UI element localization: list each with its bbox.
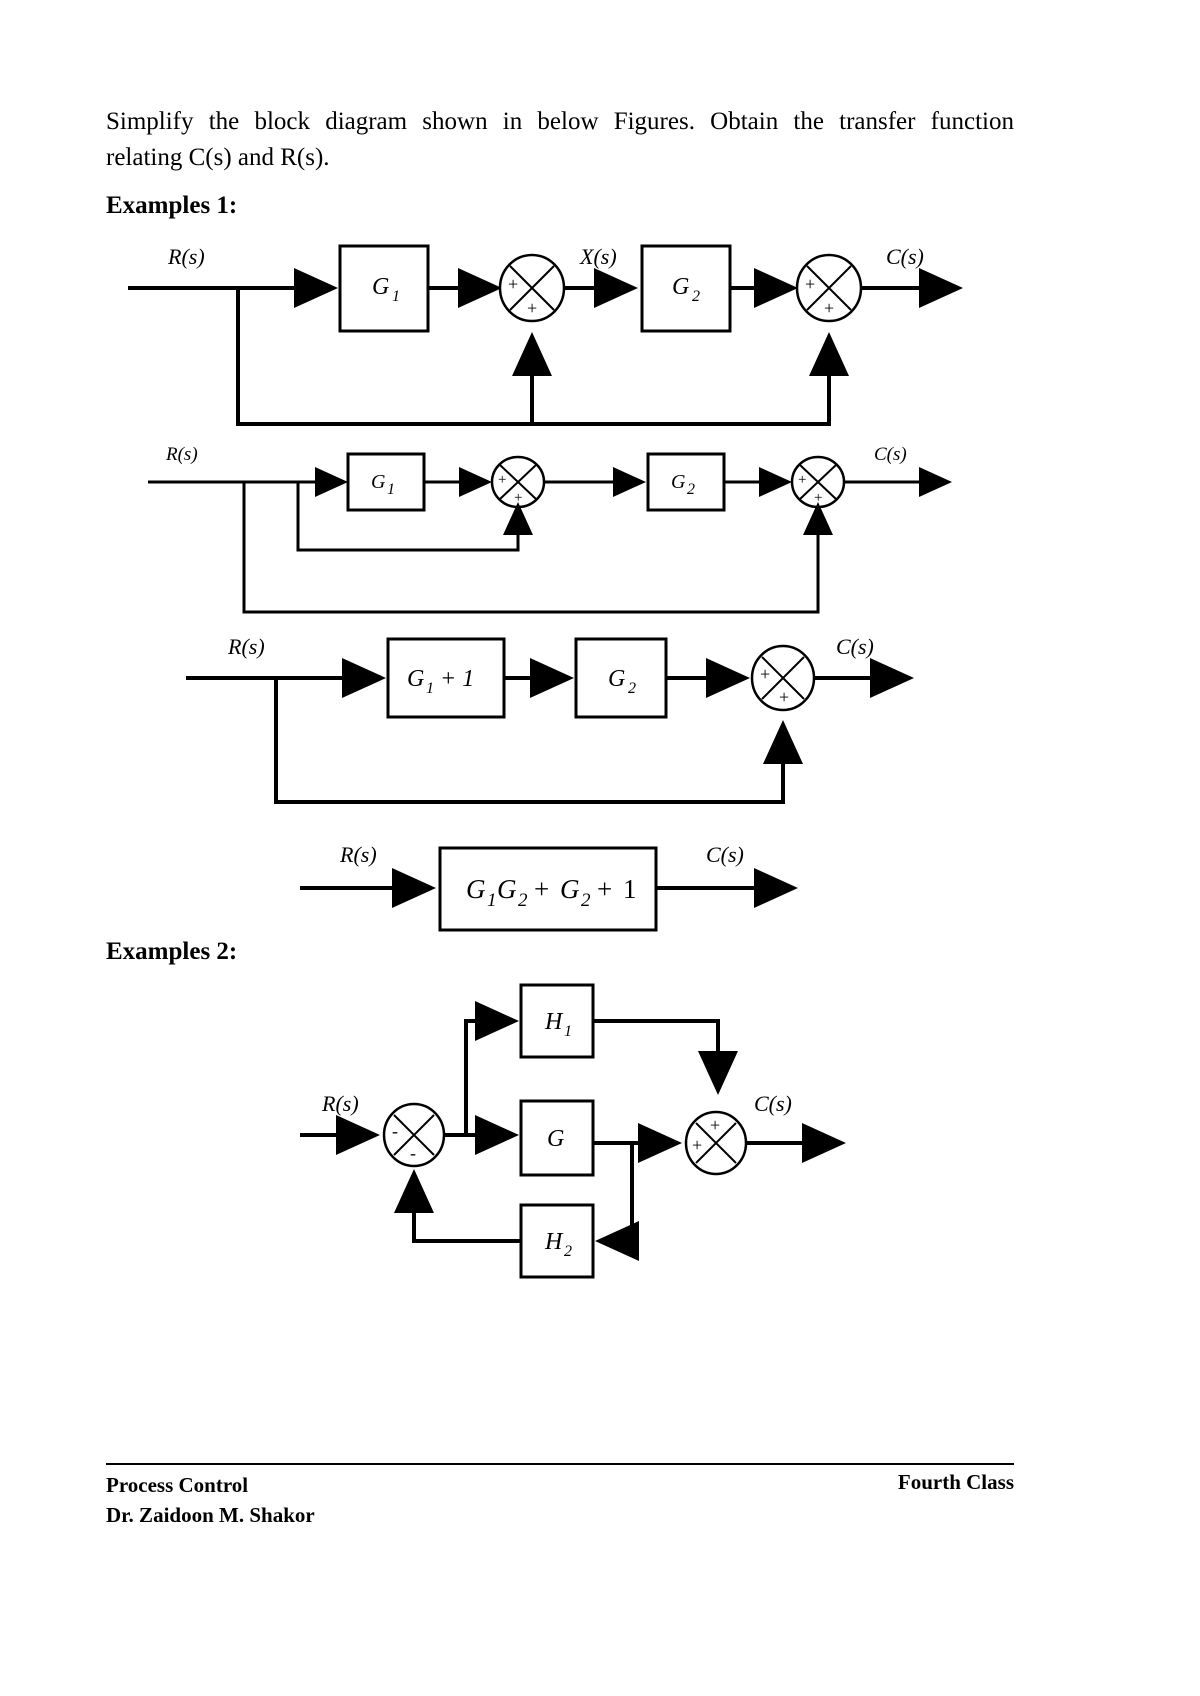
fig4-formula-g2a: G (497, 874, 517, 904)
fig1-sum2-sign-top: + (805, 274, 815, 294)
heading-examples-1: Examples 1: (106, 192, 238, 219)
fig3-block-g2-label: G (608, 666, 625, 692)
fig5-block-h1 (519, 983, 595, 1059)
fig5-block-g (519, 1099, 595, 1177)
fig4-formula-g2a-sub: 2 (518, 890, 528, 911)
figure-1-original-diagram: R(s) G 1 + + X(s) G 2 + (0, 228, 1200, 433)
fig2-output-label: C(s) (874, 444, 907, 465)
fig3-block-g1-plus-1 (386, 637, 506, 719)
fig4-formula-plus-2: + (597, 874, 612, 904)
footer-divider (106, 1463, 1014, 1465)
fig1-sum1-sign-bottom: + (527, 298, 537, 318)
fig2-block-g1 (346, 452, 426, 512)
fig2-input-label: R(s) (165, 444, 198, 465)
fig4-input-label: R(s) (339, 842, 377, 867)
intro-line-2: relating C(s) and R(s). (106, 144, 330, 172)
heading-examples-2: Examples 2: (106, 938, 238, 965)
footer-instructor: Dr. Zaidoon M. Shakor (106, 1503, 315, 1528)
intro-paragraph: Simplify the block diagram shown in belo… (106, 104, 1014, 177)
fig2-block-g1-label: G (371, 471, 386, 493)
fig3-block-g1-subscript: 1 (426, 680, 434, 697)
fig2-sum1-sign-bottom: + (514, 490, 522, 506)
fig4-formula-g2b: G (560, 874, 580, 904)
fig3-sum-sign-bottom: + (779, 687, 789, 707)
fig3-sum-sign-top: + (760, 664, 770, 684)
fig1-block-g2-label: G (672, 274, 689, 300)
fig5-block-h1-label: H (544, 1009, 564, 1035)
figure-5-examples-2-diagram: H 1 G H 2 R(s) - - (0, 965, 1200, 1295)
fig3-block-g2-subscript: 2 (628, 680, 636, 697)
fig5-sum2-sign-left: + (692, 1135, 702, 1155)
fig1-output-label: C(s) (886, 244, 924, 269)
fig1-block-g2 (640, 244, 732, 333)
fig5-output-label: C(s) (754, 1091, 792, 1116)
fig5-sum1-sign-bottom: - (410, 1143, 416, 1163)
fig5-block-h2 (519, 1203, 595, 1279)
fig1-block-g1 (338, 244, 430, 333)
fig4-formula-g1-sub: 1 (487, 890, 497, 911)
fig3-input-label: R(s) (227, 634, 265, 659)
fig4-block-transfer-function (438, 846, 658, 932)
fig2-block-g2-label: G (671, 471, 686, 493)
fig1-block-g1-subscript: 1 (392, 288, 400, 305)
figure-2-redrawn-diagram: R(s) G 1 + + G 2 + + C(s) (0, 436, 1200, 621)
fig3-block-g1-label: G (407, 666, 424, 692)
fig5-sum2-sign-top: + (710, 1115, 720, 1135)
fig1-sum1-sign-top: + (508, 274, 518, 294)
fig3-output-label: C(s) (836, 634, 874, 659)
footer-left-block: Process Control Dr. Zaidoon M. Shakor (106, 1470, 315, 1531)
fig2-block-g2 (646, 452, 726, 512)
fig2-block-g2-subscript: 2 (687, 481, 695, 498)
fig1-input-label: R(s) (167, 244, 205, 269)
fig2-block-g1-subscript: 1 (387, 481, 395, 498)
fig4-formula-plus-1: + (534, 874, 549, 904)
fig3-block-g2 (574, 637, 668, 719)
intro-line-1: Simplify the block diagram shown in belo… (106, 108, 1014, 135)
fig1-mid-label: X(s) (579, 244, 617, 269)
fig5-block-g-label: G (547, 1126, 564, 1152)
fig1-block-g2-subscript: 2 (692, 288, 700, 305)
footer-class: Fourth Class (897, 1470, 1014, 1494)
fig5-sum1-sign-left: - (392, 1121, 398, 1141)
figure-4-final-transfer-function: R(s) G 1 G 2 + G 2 + 1 C(s) (0, 830, 1200, 940)
fig5-block-h2-subscript: 2 (564, 1243, 572, 1260)
fig2-sum2-sign-bottom: + (814, 490, 822, 506)
fig5-block-h1-subscript: 1 (564, 1023, 572, 1040)
fig4-formula-one: 1 (623, 874, 637, 904)
fig5-input-label: R(s) (321, 1091, 359, 1116)
fig4-formula-g1: G (466, 874, 486, 904)
fig4-output-label: C(s) (706, 842, 744, 867)
figure-3-combined-diagram: R(s) G 1 + 1 G 2 + + C(s) (0, 622, 1200, 817)
fig2-sum2-sign-top: + (798, 472, 806, 488)
fig1-sum2-sign-bottom: + (824, 298, 834, 318)
footer-course: Process Control (106, 1473, 249, 1497)
fig2-sum1-sign-top: + (498, 472, 506, 488)
fig1-block-g1-label: G (372, 274, 389, 300)
fig4-formula-g2b-sub: 2 (581, 890, 591, 911)
fig3-block-g1-tail: + 1 (440, 666, 474, 692)
fig5-block-h2-label: H (544, 1229, 564, 1255)
